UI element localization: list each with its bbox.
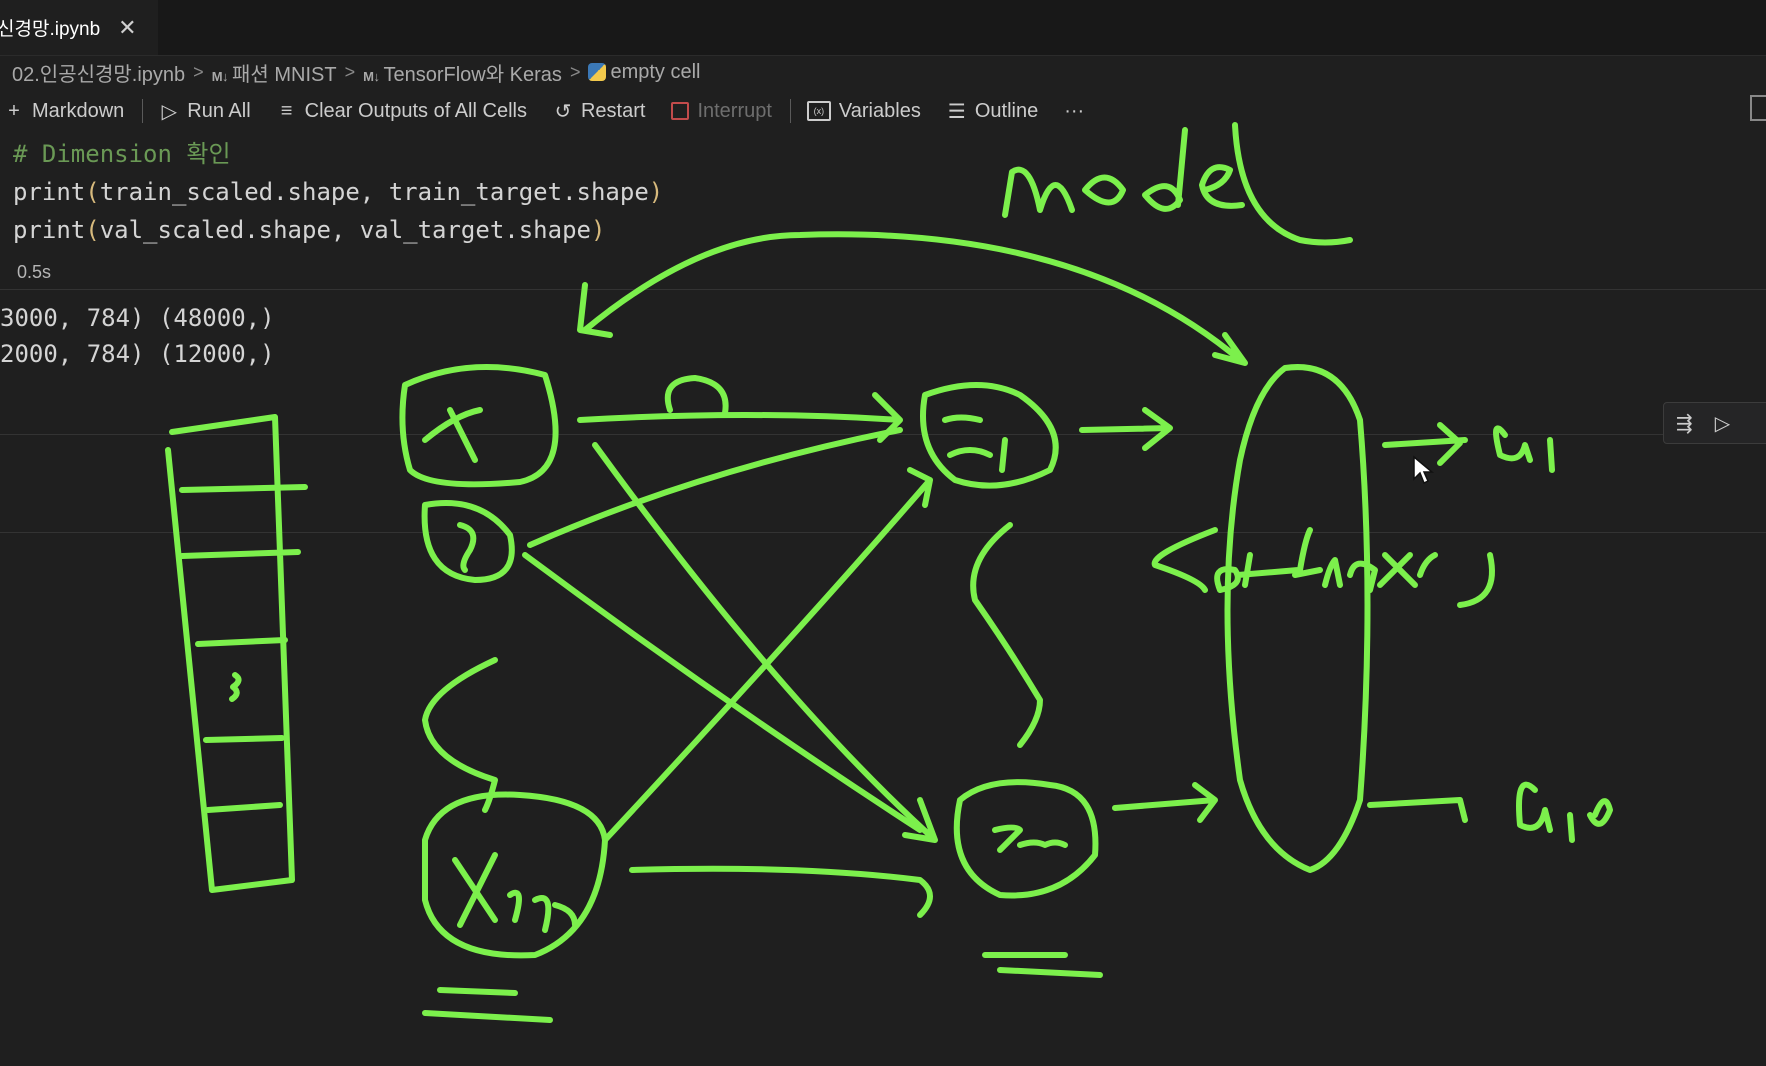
ink-underline-hidden (982, 952, 1103, 978)
code-args: val_scaled.shape, val_target.shape (99, 216, 591, 244)
code-line-3: print(val_scaled.shape, val_target.shape… (13, 211, 663, 249)
code-func: print (13, 216, 86, 244)
kernel-picker-icon[interactable] (1750, 95, 1766, 121)
variables-icon: (x) (806, 101, 831, 121)
ink-label-a10 (1516, 781, 1613, 843)
add-markdown-button[interactable]: + Markdown (4, 100, 124, 123)
ink-arrow-a10 (1367, 797, 1468, 823)
breadcrumb-cell[interactable]: empty cell (588, 61, 700, 84)
cursor-icon (1413, 455, 1434, 485)
run-all-label: Run All (187, 99, 251, 122)
ink-word-softmax (1151, 527, 1438, 593)
ink-word-softmax-paren (1457, 552, 1495, 608)
execution-time: 0.5s (17, 262, 52, 282)
outline-icon: ☰ (947, 100, 966, 123)
cell-toolbar: ⇶ ▷ (1663, 402, 1766, 444)
ink-small-bump (664, 375, 729, 416)
restart-label: Restart (580, 99, 646, 122)
cell-output-divider (0, 289, 1766, 290)
chevron-right-icon: > (193, 61, 204, 82)
more-icon: ··· (1064, 99, 1085, 122)
clear-outputs-button[interactable]: ≡ Clear Outputs of All Cells (277, 100, 527, 123)
ink-node-x784 (422, 791, 608, 959)
tab-bar: 신경망.ipynb ✕ (0, 0, 1766, 56)
ink-word-model (1002, 122, 1353, 246)
ink-edge-x784-zm (629, 865, 933, 918)
interrupt-icon (671, 102, 690, 120)
code-paren: ( (85, 216, 100, 244)
breadcrumb-section-2-label: TensorFlow와 Keras (383, 63, 562, 86)
restart-icon: ↺ (554, 100, 572, 123)
interrupt-button[interactable]: Interrupt (671, 99, 772, 123)
output-line-2: 2000, 784) (12000,) (0, 340, 275, 368)
run-all-icon: ▷ (161, 100, 177, 123)
code-args: train_scaled.shape, train_target.shape (99, 178, 649, 206)
markdown-icon: M↓ (363, 68, 380, 84)
code-paren: ( (85, 178, 100, 206)
code-comment: # Dimension 확인 (13, 140, 231, 168)
notebook-toolbar: + Markdown ▷ Run All ≡ Clear Outputs of … (0, 93, 1766, 129)
more-actions-button[interactable]: ··· (1064, 100, 1084, 123)
run-all-button[interactable]: ▷ Run All (159, 99, 251, 124)
breadcrumb-file[interactable]: 02.인공신경망.ipynb (12, 63, 186, 86)
breadcrumb-section-2[interactable]: M↓TensorFlow와 Keras (363, 58, 562, 87)
code-line-1: # Dimension 확인 (13, 135, 663, 173)
markdown-icon: M↓ (211, 68, 229, 84)
ink-edge-x2-zm (522, 552, 923, 833)
breadcrumb: 02.인공신경망.ipynb > M↓패션 MNIST > M↓TensorFl… (12, 57, 700, 87)
ink-underline-inputs (422, 987, 553, 1023)
code-func: print (13, 178, 86, 206)
breadcrumb-section-1-label: 패션 MNIST (232, 63, 337, 86)
run-cell-icon[interactable]: ▷ (1714, 412, 1731, 435)
add-markdown-label: Markdown (32, 99, 125, 122)
ink-arrow-zm-softmax (1112, 782, 1218, 823)
toolbar-divider (142, 99, 144, 123)
clear-outputs-label: Clear Outputs of All Cells (304, 99, 527, 122)
close-icon[interactable]: ✕ (118, 14, 137, 40)
output-line-1: 3000, 784) (48000,) (0, 304, 275, 332)
ink-ellipsis-hidden (970, 522, 1043, 748)
chevron-right-icon: > (569, 61, 581, 82)
code-paren: ) (590, 216, 606, 244)
run-above-icon[interactable]: ⇶ (1676, 412, 1693, 435)
clear-outputs-icon: ≡ (280, 99, 293, 122)
breadcrumb-section-1[interactable]: M↓패션 MNIST (212, 58, 337, 87)
empty-cell[interactable] (0, 434, 1766, 533)
code-paren: ) (648, 178, 664, 206)
interrupt-label: Interrupt (697, 99, 772, 122)
code-line-2: print(train_scaled.shape, train_target.s… (13, 173, 663, 211)
cell-output: 3000, 784) (48000,) 2000, 784) (12000,) (0, 300, 275, 372)
variables-label: Variables (838, 99, 921, 122)
ink-arc-arrow (577, 231, 1248, 366)
outline-button[interactable]: ☰ Outline (947, 99, 1038, 124)
chevron-right-icon: > (344, 61, 356, 82)
tab-title[interactable]: 신경망.ipynb (0, 19, 101, 40)
toolbar-divider (789, 99, 791, 123)
variables-button[interactable]: (x) Variables (806, 99, 921, 123)
python-icon (588, 63, 607, 82)
tab-notebook[interactable]: 신경망.ipynb ✕ (0, 0, 158, 55)
ink-node-zm (953, 779, 1099, 899)
outline-label: Outline (974, 99, 1039, 122)
ink-ellipsis-inputs (422, 657, 498, 813)
plus-icon: + (8, 99, 20, 122)
restart-button[interactable]: ↺ Restart (553, 99, 646, 124)
breadcrumb-cell-label: empty cell (610, 60, 701, 83)
